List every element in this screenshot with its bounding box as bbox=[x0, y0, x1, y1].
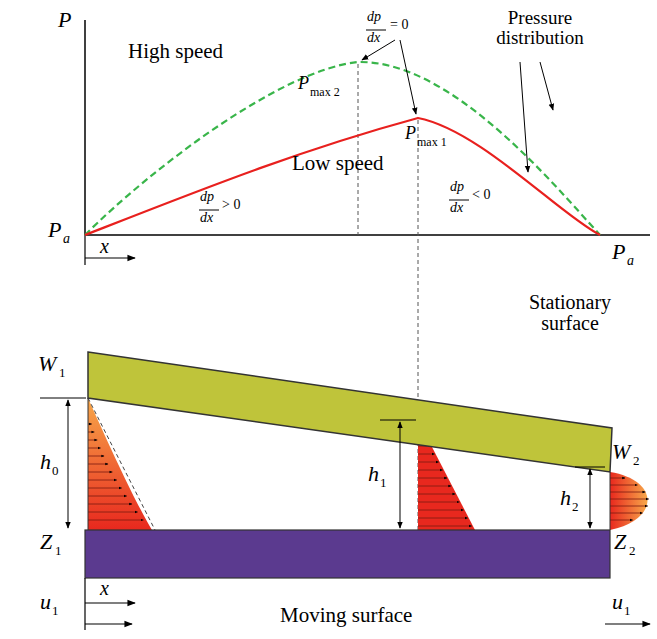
label: 2 bbox=[633, 454, 640, 468]
label: 2 bbox=[629, 544, 636, 558]
label: dx bbox=[367, 31, 380, 46]
label: dx bbox=[450, 201, 463, 216]
label: dp bbox=[450, 180, 464, 195]
label: Low speed bbox=[292, 152, 384, 174]
label: P bbox=[298, 74, 309, 93]
label: h bbox=[40, 450, 51, 473]
velocity-vector bbox=[610, 520, 633, 521]
velocity-vector bbox=[88, 472, 112, 473]
label: 1 bbox=[380, 476, 387, 490]
label: a bbox=[627, 254, 634, 269]
label: Pressure distribution bbox=[470, 8, 610, 48]
label: 1 bbox=[52, 604, 59, 618]
label: P bbox=[58, 8, 71, 31]
velocity-vector bbox=[610, 478, 625, 479]
label: > 0 bbox=[222, 198, 240, 213]
p-axis bbox=[84, 20, 86, 235]
x-axis bbox=[85, 234, 650, 236]
velocity-vector bbox=[88, 464, 108, 465]
high-speed-curve bbox=[85, 62, 600, 235]
velocity-vector bbox=[418, 510, 464, 511]
h0-dimension bbox=[68, 400, 69, 528]
velocity-vector bbox=[88, 504, 132, 505]
label: u bbox=[40, 590, 51, 613]
velocity-vector bbox=[418, 470, 443, 471]
label: h bbox=[560, 486, 571, 509]
label: W bbox=[612, 440, 630, 463]
label: P bbox=[48, 218, 61, 241]
h1-dimension bbox=[400, 422, 401, 528]
label: x bbox=[100, 578, 109, 599]
label: Stationary surface bbox=[510, 292, 630, 334]
label: Z bbox=[614, 530, 626, 553]
velocity-vector bbox=[88, 496, 127, 497]
velocity-vector bbox=[88, 488, 122, 489]
label: 2 bbox=[572, 500, 579, 514]
label: h bbox=[368, 462, 379, 485]
label: x bbox=[100, 236, 109, 257]
x-arrow bbox=[85, 257, 135, 258]
label: dx bbox=[200, 211, 213, 226]
velocity-vector bbox=[88, 424, 92, 425]
label: 1 bbox=[624, 604, 631, 618]
velocity-arrow bbox=[85, 623, 132, 624]
velocity-vector bbox=[610, 499, 649, 500]
label: High speed bbox=[128, 40, 223, 62]
velocity-vector bbox=[88, 456, 104, 457]
label: < 0 bbox=[472, 188, 490, 203]
velocity-vector bbox=[88, 480, 117, 481]
velocity-vector bbox=[418, 486, 451, 487]
velocity-vector bbox=[418, 454, 435, 455]
velocity-vector bbox=[418, 502, 459, 503]
label: 1 bbox=[55, 544, 62, 558]
velocity-vector bbox=[418, 494, 455, 495]
velocity-vector bbox=[88, 448, 101, 449]
label: = 0 bbox=[390, 18, 408, 33]
velocity-profile bbox=[610, 472, 648, 530]
velocity-vector bbox=[418, 462, 439, 463]
stationary-surface bbox=[88, 352, 612, 472]
label: a bbox=[63, 232, 70, 247]
velocity-vector bbox=[418, 526, 472, 527]
low-speed-curve bbox=[85, 118, 600, 235]
velocity-vector bbox=[610, 506, 648, 507]
label: Moving surface bbox=[280, 604, 412, 626]
label: max 2 bbox=[310, 86, 340, 99]
label: Z bbox=[40, 530, 52, 553]
velocity-arrow bbox=[605, 623, 650, 624]
velocity-vector bbox=[610, 485, 637, 486]
x-arrow bbox=[85, 602, 135, 603]
velocity-vector bbox=[88, 520, 143, 521]
velocity-vector bbox=[418, 478, 447, 479]
label: max 1 bbox=[417, 136, 447, 149]
label: 1 bbox=[59, 366, 66, 380]
velocity-vector bbox=[610, 492, 645, 493]
label: u bbox=[612, 590, 623, 613]
velocity-vector bbox=[610, 513, 642, 514]
moving-surface bbox=[85, 530, 610, 578]
label: P bbox=[612, 240, 625, 263]
velocity-vector bbox=[88, 440, 97, 441]
label: 0 bbox=[52, 464, 59, 478]
h2-dimension bbox=[590, 469, 591, 528]
velocity-vector bbox=[88, 512, 138, 513]
velocity-vector bbox=[88, 432, 94, 433]
label: dp bbox=[200, 190, 214, 205]
label: dp bbox=[367, 10, 381, 25]
label: P bbox=[405, 124, 416, 143]
velocity-vector bbox=[418, 518, 468, 519]
label: W bbox=[38, 352, 56, 375]
